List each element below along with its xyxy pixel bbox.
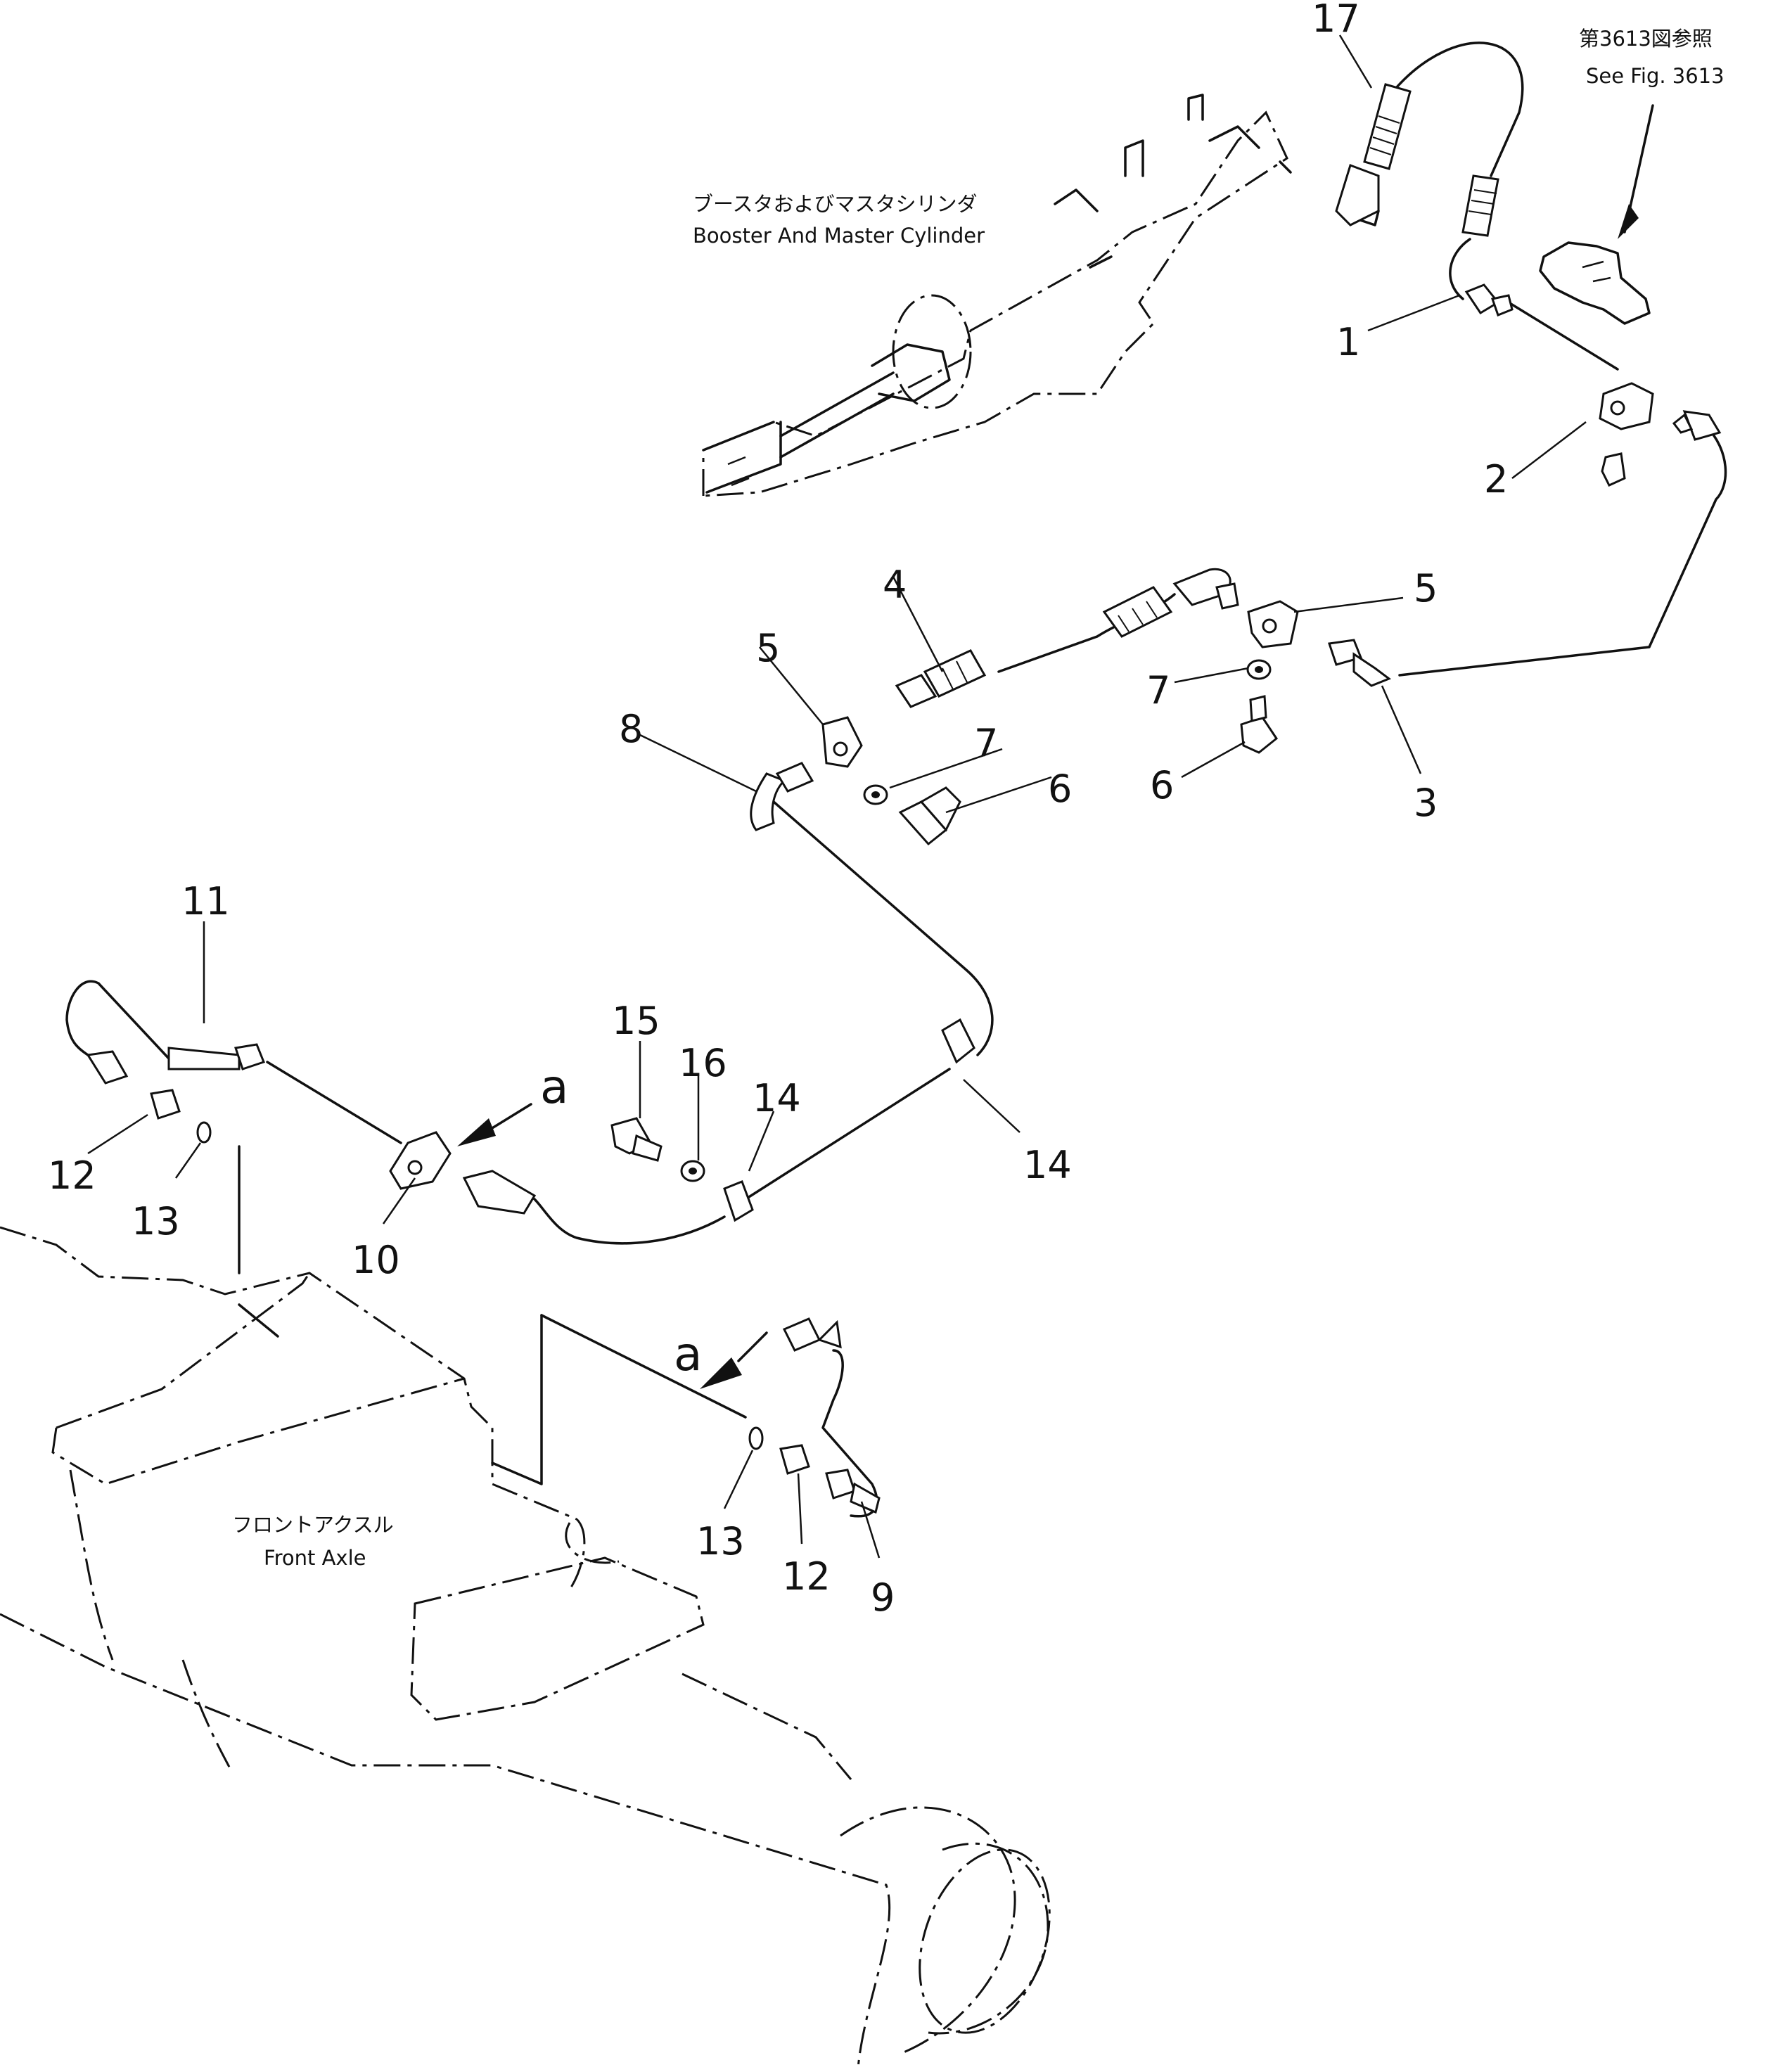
label-12-left: 12 — [48, 1153, 96, 1198]
part-11-pipe — [167, 1043, 265, 1070]
label-2: 2 — [1484, 457, 1508, 501]
front-axle-label-en: Front Axle — [264, 1546, 366, 1570]
part-1-pipe-fitting — [1464, 283, 1514, 316]
brake-lines — [65, 41, 1727, 1518]
label-13-right: 13 — [696, 1519, 745, 1563]
booster-label: ブースタおよびマスタシリンダ Booster And Master Cylind… — [693, 192, 985, 248]
part-12-13-left — [86, 1050, 212, 1144]
part-10-joint — [389, 1131, 537, 1215]
label-3: 3 — [1414, 781, 1438, 825]
label-5-right: 5 — [1414, 566, 1438, 610]
see-fig-reference: 第3613図参照 See Fig. 3613 — [1539, 27, 1725, 325]
label-6-right: 6 — [1150, 763, 1174, 807]
part-2-clip — [1599, 382, 1654, 487]
front-axle-label: フロントアクスル Front Axle — [232, 1513, 394, 1570]
label-4: 4 — [883, 563, 907, 607]
booster-label-en: Booster And Master Cylinder — [693, 224, 985, 248]
label-11: 11 — [181, 879, 230, 923]
part-8-pipe-elbow — [750, 762, 814, 831]
part-15-bolt — [610, 1117, 663, 1162]
part-9-12-13-right — [748, 1317, 881, 1514]
label-10: 10 — [352, 1238, 400, 1282]
part-3-pipe-fitting — [1328, 639, 1392, 687]
see-fig-label-jp: 第3613図参照 — [1579, 27, 1713, 51]
part-5-clamp-right — [1247, 600, 1299, 648]
label-7-left: 7 — [974, 721, 998, 765]
part-16-washer — [680, 1160, 705, 1182]
label-5-left: 5 — [756, 626, 780, 670]
part-labels: 17 1 2 3 4 5 5 7 7 6 6 8 11 15 16 14 14 … — [48, 0, 1508, 1620]
label-1: 1 — [1336, 320, 1360, 364]
arrow-icon — [457, 1118, 496, 1146]
label-14-right: 14 — [1023, 1143, 1072, 1187]
part-14-clips — [723, 1018, 975, 1222]
label-16: 16 — [679, 1041, 727, 1085]
booster-master-cylinder — [702, 94, 1292, 497]
part-4-hose — [895, 568, 1239, 708]
label-9: 9 — [871, 1575, 895, 1620]
label-17: 17 — [1312, 0, 1360, 41]
callout-letter: a — [674, 1327, 702, 1381]
arrow-icon — [1618, 204, 1639, 239]
label-7-right: 7 — [1146, 668, 1170, 712]
part-7-washers — [863, 659, 1272, 805]
booster-label-jp: ブースタおよびマスタシリンダ — [693, 192, 978, 216]
leader-lines — [87, 34, 1587, 1559]
label-8: 8 — [619, 707, 643, 751]
part-3-fitting-top — [1672, 410, 1722, 441]
parts — [86, 83, 1722, 1514]
arrow-icon — [700, 1357, 742, 1389]
front-axle-label-jp: フロントアクスル — [232, 1513, 394, 1537]
label-13-left: 13 — [132, 1199, 180, 1243]
part-6-bolts — [898, 695, 1279, 846]
label-15: 15 — [612, 999, 660, 1043]
part-17-hose — [1335, 83, 1499, 237]
label-6-left: 6 — [1048, 767, 1072, 811]
part-5-clamp-left — [821, 716, 863, 768]
callout-a-upper: a — [457, 1060, 568, 1146]
label-14-left: 14 — [753, 1076, 801, 1120]
front-axle — [0, 1226, 1051, 2068]
callout-letter: a — [540, 1060, 568, 1114]
see-fig-label-en: See Fig. 3613 — [1586, 64, 1725, 88]
label-12-right: 12 — [782, 1554, 831, 1599]
callout-a-lower: a — [674, 1327, 768, 1389]
